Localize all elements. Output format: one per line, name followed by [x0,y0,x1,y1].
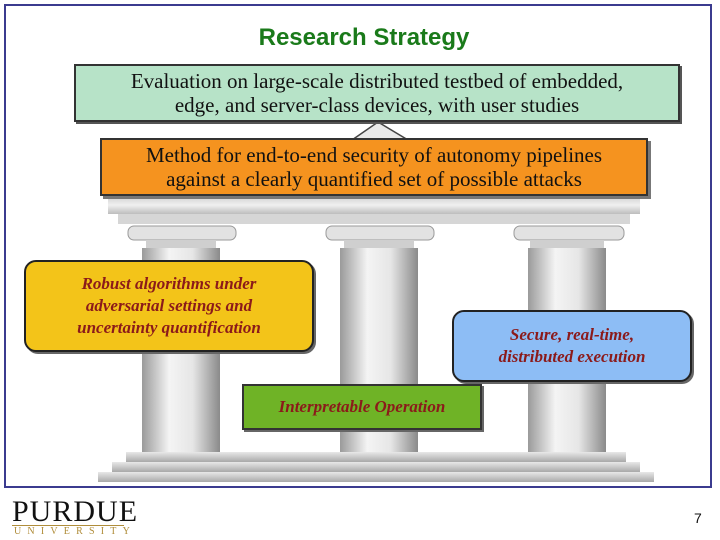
method-line-2: against a clearly quantified set of poss… [166,167,582,191]
robust-line-1: Robust algorithms under [81,274,257,293]
temple-base-step-3 [98,472,654,482]
robust-algorithms-box: Robust algorithms under adversarial sett… [24,260,314,352]
secure-line-1: Secure, real-time, [509,325,635,344]
robust-line-2: adversarial settings and [85,296,253,315]
method-line-1: Method for end-to-end security of autono… [145,143,603,167]
entablature-beam [108,196,640,214]
temple-base-step-1 [126,452,626,462]
entablature-lower [118,214,630,224]
logo-subtitle: UNIVERSITY [14,526,136,537]
evaluation-line-1: Evaluation on large-scale distributed te… [130,69,624,93]
secure-execution-box: Secure, real-time, distributed execution [452,310,692,382]
logo-divider [12,525,124,526]
purdue-logo: PURDUE UNIVERSITY [8,496,138,540]
evaluation-box: Evaluation on large-scale distributed te… [74,64,680,122]
secure-line-2: distributed execution [498,347,646,366]
method-box: Method for end-to-end security of autono… [100,138,648,196]
logo-name: PURDUE [12,495,139,528]
slide-title: Research Strategy [258,24,470,51]
interpretable-operation-box: Interpretable Operation [242,384,482,430]
temple-base-step-2 [112,462,640,472]
slide-frame [4,4,712,488]
interpretable-label: Interpretable Operation [278,397,446,416]
robust-line-3: uncertainty quantification [77,318,261,337]
page-number: 7 [694,510,702,526]
evaluation-line-2: edge, and server-class devices, with use… [174,93,580,117]
